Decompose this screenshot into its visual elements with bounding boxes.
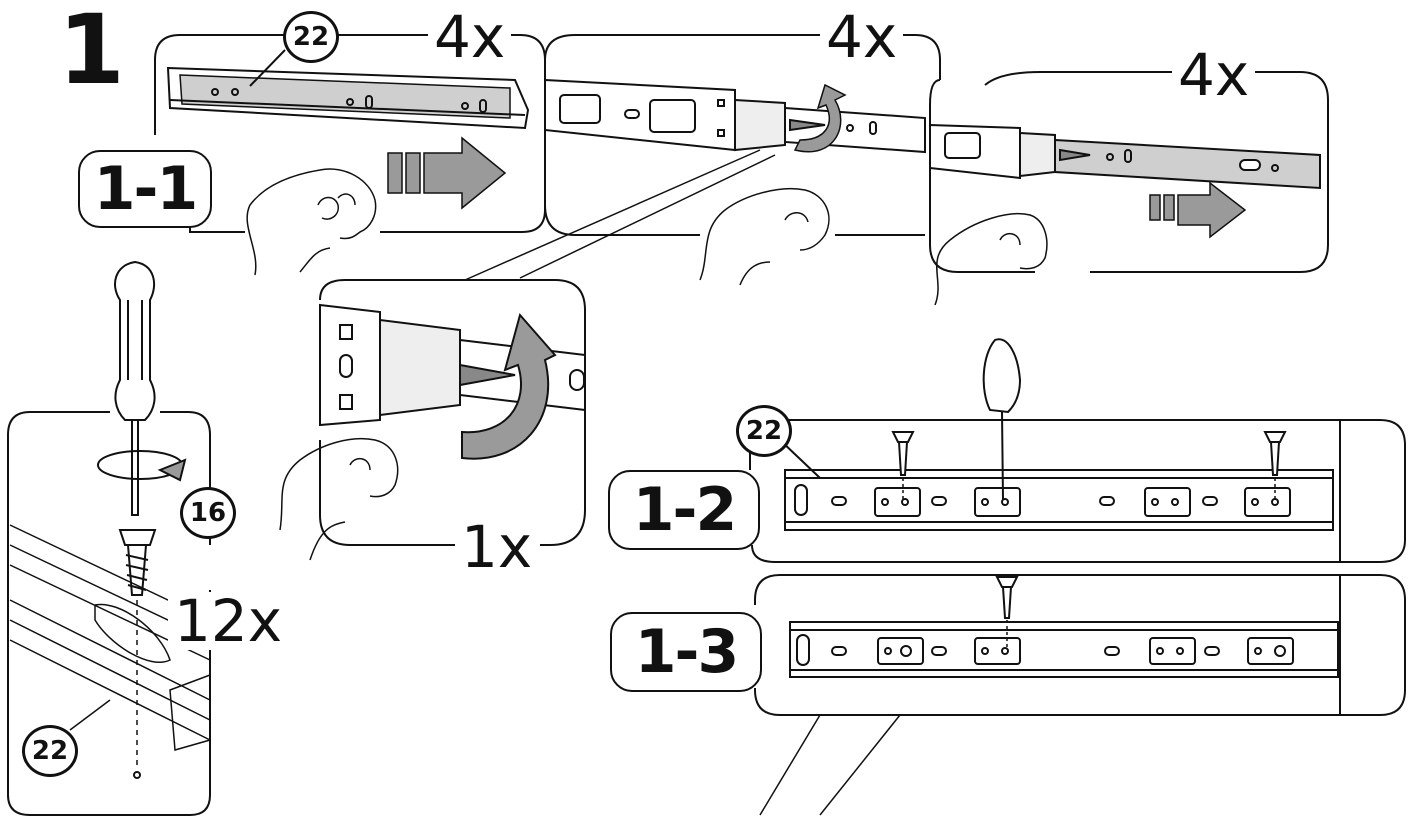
drawer-rail-icon (166, 49, 530, 130)
screwdriver-icon (114, 260, 156, 516)
panel-mount-rail (749, 338, 1406, 563)
hand-icon (934, 213, 1048, 306)
panel-screw-detail (7, 260, 211, 816)
part-number-badge: 16 (180, 487, 236, 539)
part-number-badge: 22 (22, 725, 78, 777)
quantity-label: 4x (820, 8, 904, 66)
push-arrow-icon (387, 136, 507, 210)
hand-icon (246, 168, 377, 276)
screwdriver-icon (982, 338, 1022, 501)
screw-icon (118, 529, 157, 779)
quantity-label: 12x (168, 592, 289, 650)
quantity-label: 1x (455, 518, 539, 576)
drawer-rail-icon (9, 524, 211, 751)
drawer-rail-icon (544, 78, 926, 154)
screw-icon (891, 431, 1287, 500)
panel-release-lever (464, 34, 941, 286)
panel-extend-rail (154, 34, 546, 276)
drawer-rail-icon (779, 439, 1334, 531)
part-number-badge: 22 (736, 405, 792, 457)
rotate-arrow-icon (461, 312, 557, 460)
part-number-badge: 22 (283, 11, 339, 63)
drawer-rail-icon (929, 123, 1321, 190)
quantity-label: 4x (1172, 46, 1256, 104)
hand-icon (279, 437, 399, 561)
rotate-arrow-icon (793, 83, 847, 153)
panel-lever-detail (279, 279, 586, 561)
substep-label: 1-2 (608, 470, 760, 550)
panel-separate-rail (929, 71, 1329, 306)
hand-icon (699, 187, 830, 286)
substep-label: 1-1 (78, 150, 212, 228)
drawer-rail-icon (789, 621, 1339, 678)
step-number: 1 (58, 0, 125, 106)
rotate-arrow-icon (97, 450, 187, 482)
screw-icon (995, 576, 1019, 650)
quantity-label: 4x (428, 8, 512, 66)
panel-mount-rail-final (754, 574, 1406, 816)
substep-label: 1-3 (610, 612, 762, 692)
pull-arrow-icon (1149, 181, 1247, 239)
